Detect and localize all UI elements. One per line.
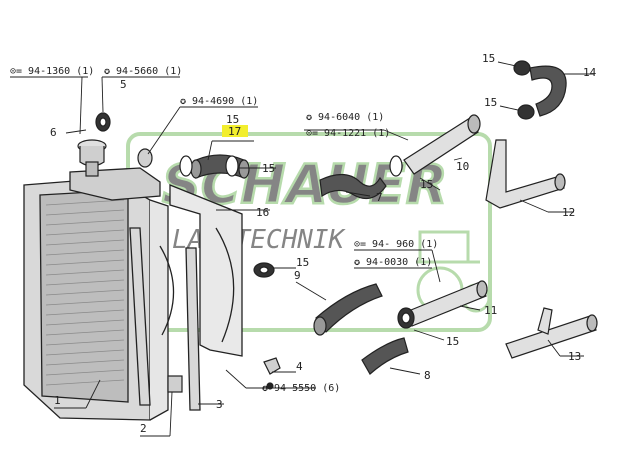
ref-94-960: ⊙= 94- 960 (1) — [354, 239, 438, 250]
ref-94-4690: ✪ 94-4690 (1) — [180, 96, 258, 107]
ref-94-5660: ✪ 94-5660 (1) — [104, 66, 182, 77]
clamp-15d — [253, 262, 275, 278]
callout-15-left: 15 — [296, 256, 309, 269]
callout-6: 6 — [50, 126, 57, 139]
callout-3: 3 — [216, 398, 223, 411]
pipe-12 — [485, 139, 566, 209]
clamp-15b — [389, 155, 403, 177]
radiator-1 — [23, 167, 169, 421]
callout-4: 4 — [296, 360, 303, 373]
callout-numbers: 1 2 3 4 5 6 7 8 9 10 11 12 13 14 15 15 1… — [50, 52, 597, 435]
callout-11: 11 — [484, 304, 497, 317]
clamp-15a — [179, 155, 239, 177]
fan-shroud-16 — [159, 184, 243, 357]
ref-94-1360: ⊙= 94-1360 (1) — [10, 66, 94, 77]
callout-13: 13 — [568, 350, 581, 363]
callout-15-mid: 15 — [420, 178, 433, 191]
ref-94-1221: ⊙= 94-1221 (1) — [306, 128, 390, 139]
callout-15-top: 15 — [482, 52, 495, 65]
pipe-10 — [403, 114, 481, 175]
callout-7: 7 — [376, 191, 383, 204]
highlight-17 — [222, 125, 248, 137]
callout-8: 8 — [424, 369, 431, 382]
clamp-15e — [397, 307, 415, 329]
seal-ring-5 — [95, 112, 111, 132]
hose-7 — [319, 173, 387, 200]
ref-94-5550: ✪ 94-5550 (6) — [262, 383, 340, 394]
hose-8 — [361, 337, 409, 375]
hose-14 — [529, 65, 567, 117]
ref-94-0030: ✪ 94-0030 (1) — [354, 257, 432, 268]
ref-94-6040: ✪ 94-6040 (1) — [306, 112, 384, 123]
watermark-sub: LANDTECHNIK — [172, 225, 347, 255]
callout-12: 12 — [562, 206, 575, 219]
callout-9: 9 — [294, 269, 301, 282]
callout-15-upper: 15 — [484, 96, 497, 109]
callout-5: 5 — [120, 78, 127, 91]
bolt-4 — [263, 357, 281, 390]
hose-9 — [313, 283, 383, 336]
part-references: ⊙= 94-1360 (1) ✪ 94-5660 (1) ✪ 94-4690 (… — [10, 66, 438, 394]
clamp-15c — [513, 60, 535, 120]
callout-15-hose: 15 — [226, 113, 239, 126]
callout-17: 17 — [228, 125, 241, 138]
leader-lines — [10, 61, 594, 437]
callout-2: 2 — [140, 422, 147, 435]
drain-plug-2 — [167, 375, 183, 393]
pipe-13 — [505, 307, 598, 359]
filler-cap-6 — [77, 139, 107, 177]
callout-16: 16 — [256, 206, 269, 219]
callout-15-low: 15 — [446, 335, 459, 348]
callout-1: 1 — [54, 394, 61, 407]
callout-10: 10 — [456, 160, 469, 173]
callout-14: 14 — [583, 66, 597, 79]
bracket-3 — [129, 227, 201, 411]
callout-15-right: 15 — [262, 162, 275, 175]
